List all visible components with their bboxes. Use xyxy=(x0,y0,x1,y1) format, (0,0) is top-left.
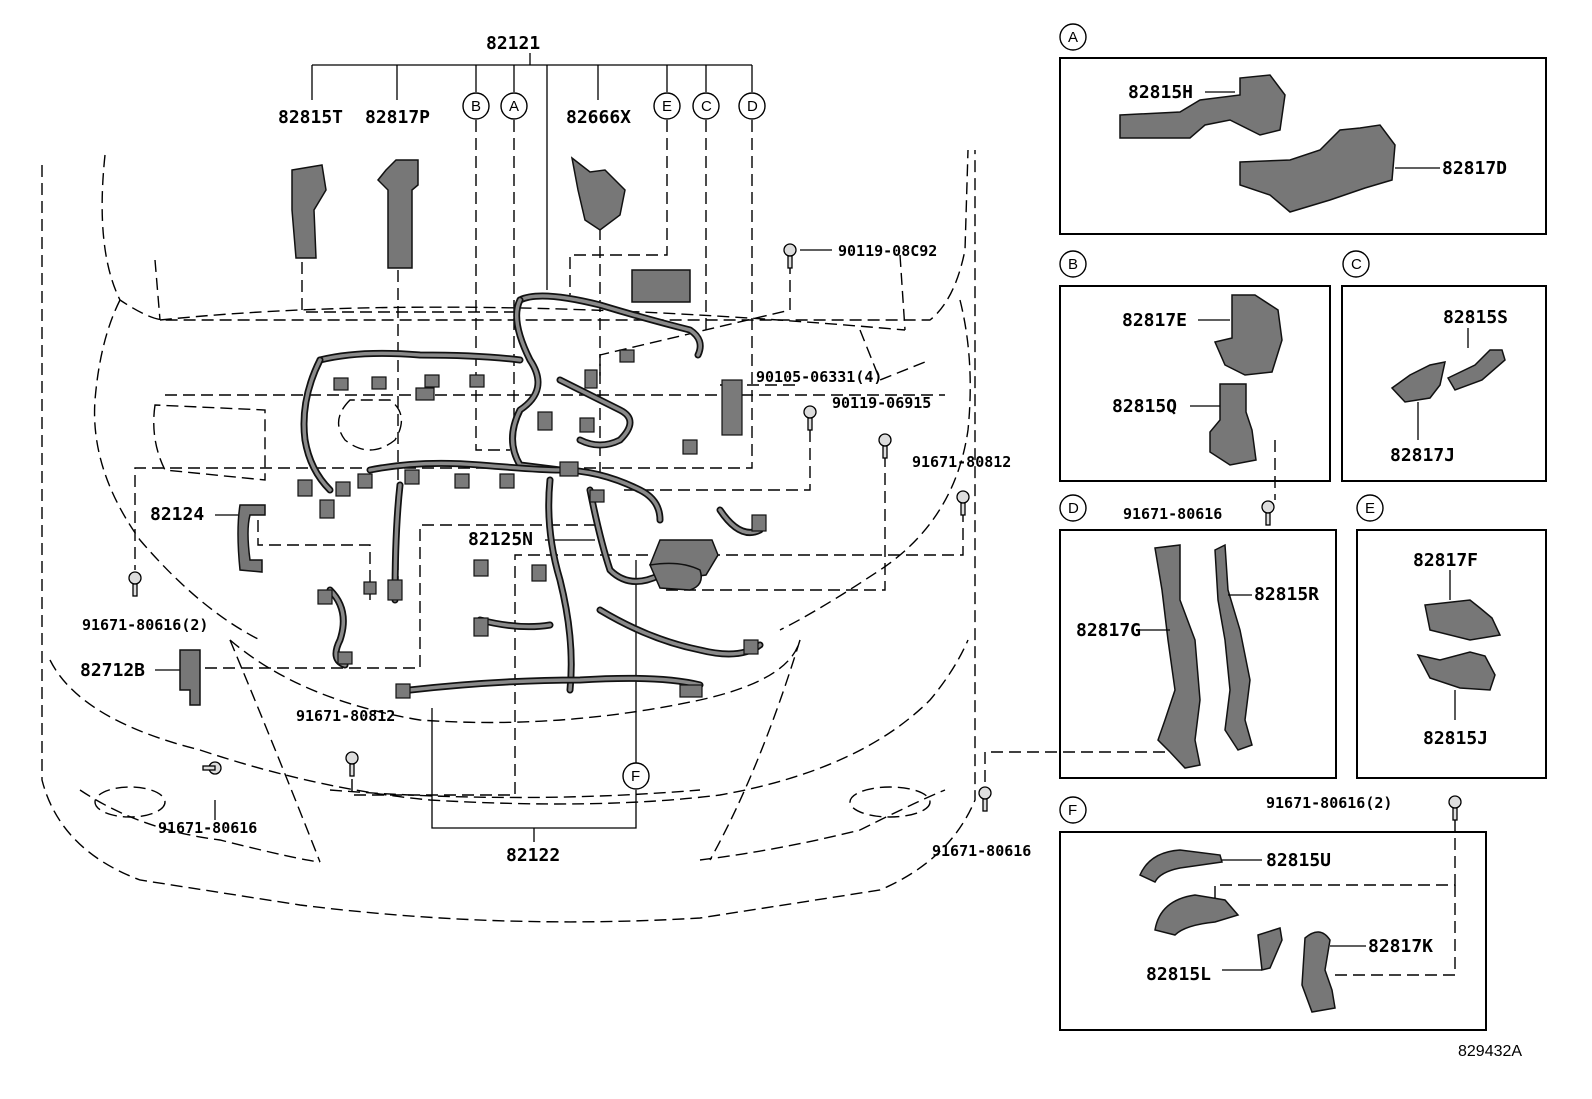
label-90119-08C92: 90119-08C92 xyxy=(838,242,937,260)
callout-f: F xyxy=(631,768,640,785)
label-90105-06331: 90105-06331(4) xyxy=(756,368,882,386)
callout-e: E xyxy=(662,98,672,115)
callout-b: B xyxy=(471,98,481,115)
inset-d-label-82817G: 82817G xyxy=(1076,620,1141,641)
harness-connectors xyxy=(297,349,767,699)
label-91671-80616-bottom-right: 91671-80616 xyxy=(932,842,1031,860)
callout-d: D xyxy=(747,98,758,115)
inset-c-label-82815S: 82815S xyxy=(1443,307,1508,328)
vehicle-body-outline xyxy=(41,149,976,923)
inset-f-label-82815U: 82815U xyxy=(1266,850,1331,871)
part-82124-shape xyxy=(237,504,266,573)
inset-c: C 82815S 82817J xyxy=(1341,250,1547,482)
part-82817P-shape xyxy=(376,159,419,269)
main-parts xyxy=(179,156,691,706)
inset-b-label-82817E: 82817E xyxy=(1122,310,1187,331)
label-82121: 82121 xyxy=(486,33,540,54)
label-82666X: 82666X xyxy=(566,107,631,128)
inset-f-label-82815L: 82815L xyxy=(1146,964,1211,985)
inset-c-label-82817J: 82817J xyxy=(1390,445,1455,466)
inset-b-callout: B xyxy=(1068,256,1078,273)
inset-a-label-82815H: 82815H xyxy=(1128,82,1193,103)
label-91671-80616-2: 91671-80616(2) xyxy=(82,616,208,634)
inset-c-callout: C xyxy=(1351,256,1362,273)
inset-d: D 91671-80616 82817G 82815R xyxy=(1059,494,1337,779)
part-82666X-shape xyxy=(570,156,626,231)
label-82122: 82122 xyxy=(506,845,560,866)
inset-d-fastener: 91671-80616 xyxy=(1123,505,1222,523)
inset-f-callout: F xyxy=(1068,802,1077,819)
inset-e-label-82815J: 82815J xyxy=(1423,728,1488,749)
inset-b: B 82817E 82815Q xyxy=(1059,250,1331,482)
diagram-code: 829432A xyxy=(1458,1043,1522,1060)
label-82124: 82124 xyxy=(150,504,204,525)
main-labels: 82121 82815T 82817P 82666X 90119-08C92 9… xyxy=(80,33,1031,866)
inset-a-label-82817D: 82817D xyxy=(1442,158,1507,179)
inset-e-callout: E xyxy=(1365,500,1375,517)
wire-harness xyxy=(300,292,764,694)
inset-a-callout: A xyxy=(1068,29,1078,46)
inset-f-label-82817K: 82817K xyxy=(1368,936,1433,957)
main-callouts: B A E C D F xyxy=(462,92,766,790)
inset-e-label-82817F: 82817F xyxy=(1413,550,1478,571)
label-91671-80616-bottom-left: 91671-80616 xyxy=(158,819,257,837)
label-82712B: 82712B xyxy=(80,660,145,681)
part-82815T-shape xyxy=(291,164,327,259)
inset-a: A 82815H 82817D xyxy=(1059,23,1547,235)
label-91671-80812-right: 91671-80812 xyxy=(912,453,1011,471)
callout-a: A xyxy=(509,98,519,115)
inset-e: E 82817F 82815J xyxy=(1356,494,1547,779)
callout-c: C xyxy=(701,98,712,115)
inset-f-fastener: 91671-80616(2) xyxy=(1266,794,1392,812)
part-82712B-shape xyxy=(179,649,201,706)
leader-lines xyxy=(134,53,1276,842)
label-82817P: 82817P xyxy=(365,107,430,128)
inset-d-callout: D xyxy=(1068,500,1079,517)
label-90119-06915: 90119-06915 xyxy=(832,394,931,412)
part-relay-block-shape xyxy=(631,269,691,303)
inset-b-label-82815Q: 82815Q xyxy=(1112,396,1177,417)
label-82125N: 82125N xyxy=(468,529,533,550)
inset-d-label-82815R: 82815R xyxy=(1254,584,1319,605)
label-91671-80812-bottom: 91671-80812 xyxy=(296,707,395,725)
label-82815T: 82815T xyxy=(278,107,343,128)
inset-f: F 91671-80616(2) 82815U 82817K 82815L xyxy=(1059,794,1487,1031)
bolts xyxy=(128,243,1462,821)
